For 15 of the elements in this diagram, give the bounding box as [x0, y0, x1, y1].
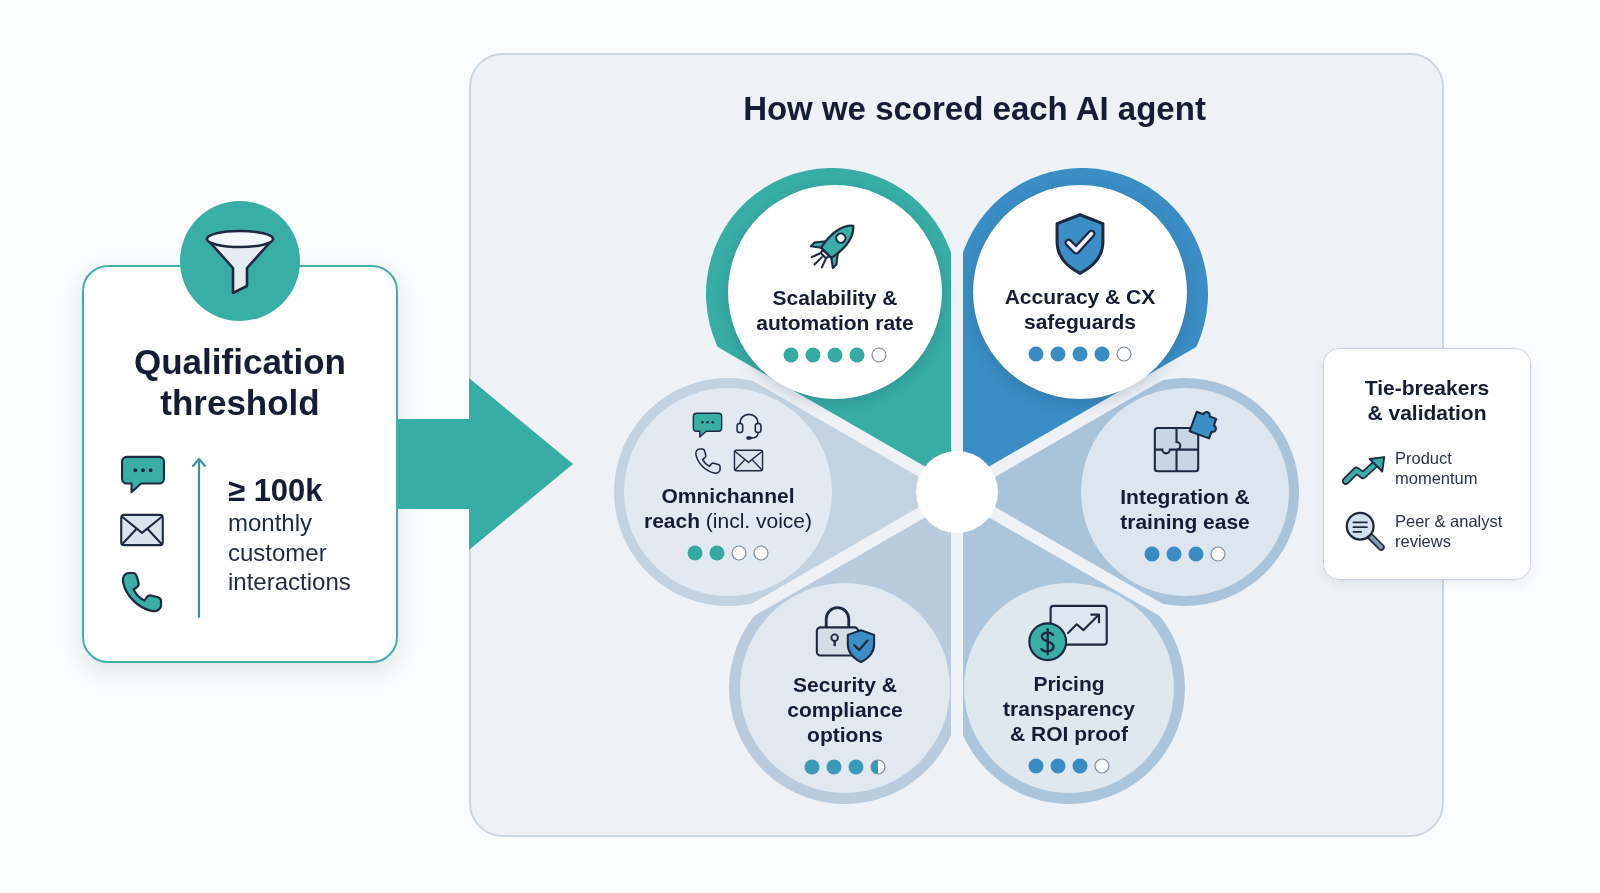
card-title: Tie-breakers & validation — [1363, 375, 1491, 425]
criterion-label: Integration & training ease — [1119, 484, 1251, 534]
criterion-text: Product momentum — [1395, 448, 1479, 488]
tie-breaker-card — [1323, 348, 1531, 580]
threshold-description: monthly customer interactions — [228, 508, 352, 597]
criterion-text: Peer & analyst reviews — [1395, 511, 1504, 551]
threshold-value: ≥ 100k — [228, 473, 323, 509]
criterion-label: Security & compliance options — [786, 671, 904, 747]
criterion-label: Pricing transparency & ROI proof — [1002, 670, 1136, 746]
card-title: Qualification threshold — [133, 341, 347, 423]
panel-title: How we scored each AI agent — [743, 89, 1206, 129]
block-arrow — [398, 378, 573, 550]
criterion-label: Omnichannel reach (incl. voice) — [642, 482, 814, 533]
criterion-label: Accuracy & CX safeguards — [1003, 284, 1157, 334]
criterion-label: Scalability & automation rate — [755, 285, 915, 335]
